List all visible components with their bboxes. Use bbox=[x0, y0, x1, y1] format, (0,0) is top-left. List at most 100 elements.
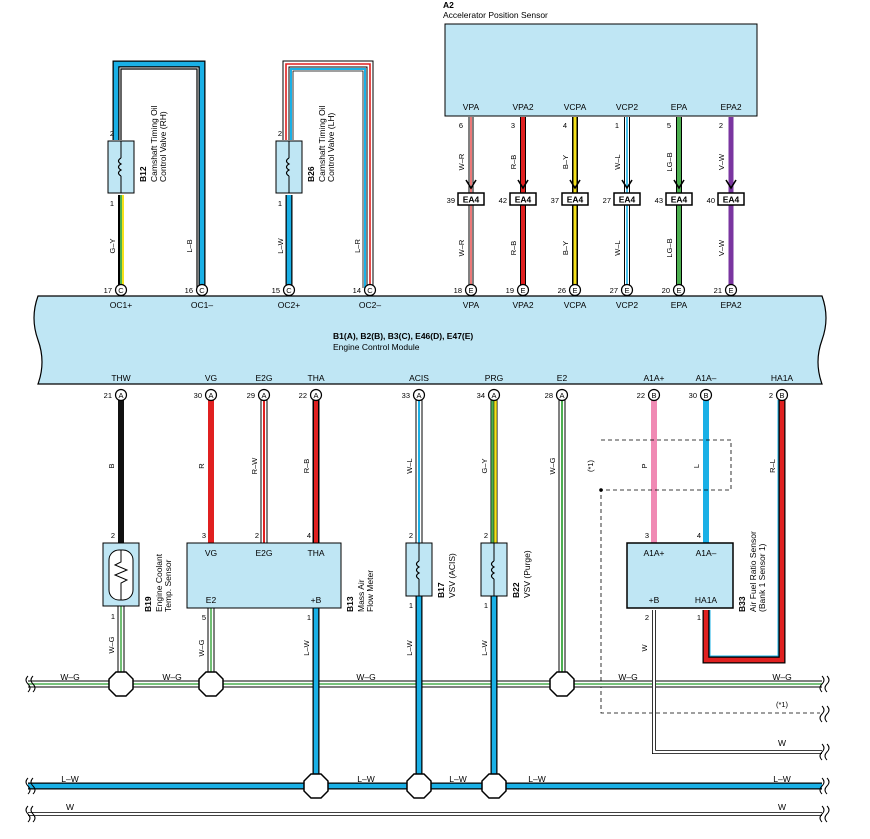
ecm-conn-vpa: E bbox=[468, 286, 473, 295]
maf-name2: Flow Meter bbox=[365, 570, 375, 612]
af-sensor: A1A+ A1A– +B HA1A 3 4 2 1 B33 Air Fuel R… bbox=[626, 531, 767, 652]
ecm-pin-oc1p: 17 bbox=[104, 286, 112, 295]
ocv-rh-pin-bottom: 1 bbox=[110, 199, 114, 208]
ocv-lh-name: Camshaft Timing Oil bbox=[317, 105, 327, 182]
maf-p-e2: 5 bbox=[202, 613, 206, 622]
junction-pin-6: 40 bbox=[707, 196, 715, 205]
ecm-bottom-pins: THW VG E2G THA ACIS PRG E2 A1A+ A1A– HA1… bbox=[104, 373, 793, 402]
ecm-bot-label-acis: ACIS bbox=[409, 373, 429, 383]
ecm-label-epa2: EPA2 bbox=[720, 300, 741, 310]
splice-e2 bbox=[549, 671, 575, 697]
afs-name: Air Fuel Ratio Sensor bbox=[748, 531, 758, 612]
shield-note-bottom: (*1) bbox=[776, 700, 789, 709]
maf-t-tha: THA bbox=[308, 548, 325, 558]
ecm-conn-vcpa: E bbox=[572, 286, 577, 295]
ecm-bot-pin-a1ap: 22 bbox=[637, 391, 645, 400]
wirelabel-vcp2-1: W–L bbox=[613, 154, 622, 169]
ocv-rh-name2: Control Valve (RH) bbox=[158, 111, 168, 182]
maf-t-e2g: E2G bbox=[255, 548, 272, 558]
ocv-lh-pin-top: 2 bbox=[278, 129, 282, 138]
aps-label-epa2: EPA2 bbox=[720, 102, 741, 112]
aps-label-vpa: VPA bbox=[463, 102, 480, 112]
aps-box bbox=[444, 23, 758, 117]
ecm-label-epa: EPA bbox=[671, 300, 688, 310]
ecm-label-vcpa: VCPA bbox=[564, 300, 587, 310]
bus-w-label-1: W bbox=[778, 738, 786, 748]
ocv-lh-code: B26 bbox=[306, 166, 316, 182]
coil-icon bbox=[415, 560, 421, 580]
ecm-bot-conn-vg: A bbox=[208, 391, 213, 400]
aps-pin-vcp2: 1 bbox=[615, 121, 619, 130]
coil-icon bbox=[285, 157, 291, 177]
ecm-bot-conn-e2: A bbox=[559, 391, 564, 400]
maf-t-vg: VG bbox=[205, 548, 217, 558]
aps-name: Accelerator Position Sensor bbox=[443, 10, 548, 20]
wirelabel-prg: G–Y bbox=[480, 458, 489, 473]
wirelabel-thw: B bbox=[107, 463, 116, 468]
ecm-bot-pin-prg: 34 bbox=[477, 391, 485, 400]
afs-wire-b: W bbox=[640, 644, 649, 652]
ecm-conn-vpa2: E bbox=[520, 286, 525, 295]
ecm-bot-pin-e2g: 29 bbox=[247, 391, 255, 400]
ecm-bot-conn-a1ap: B bbox=[651, 391, 656, 400]
wirelabel-e2g: R–W bbox=[250, 457, 259, 475]
ecm-pin-oc2p: 15 bbox=[272, 286, 280, 295]
ecm-bot-label-e2g: E2G bbox=[255, 373, 272, 383]
ecm-pin-epa: 20 bbox=[662, 286, 670, 295]
ocv-lh-wire-left: L–W bbox=[276, 237, 285, 253]
ecm-pin-oc2m: 14 bbox=[353, 286, 361, 295]
ecm-pin-vpa: 18 bbox=[454, 286, 462, 295]
aps-pin-epa: 5 bbox=[667, 121, 671, 130]
vsv-acis-name: VSV (ACIS) bbox=[447, 553, 457, 598]
afs-p-b: 2 bbox=[645, 613, 649, 622]
aps-wire-labels-lower: W–R R–B B–Y W–L LG–B V–W bbox=[457, 238, 726, 257]
ecm-bot-pin-e2: 28 bbox=[545, 391, 553, 400]
aps-pin-vpa: 6 bbox=[459, 121, 463, 130]
afs-name2: (Bank 1 Sensor 1) bbox=[757, 543, 767, 612]
wirelabel-vcp2-2: W–L bbox=[613, 240, 622, 255]
bottom-wire-labels: B R R–W R–B W–L G–Y W–G P L R–L bbox=[107, 457, 777, 475]
ecm-bot-pin-ha1a: 2 bbox=[769, 391, 773, 400]
afs-code: B33 bbox=[737, 596, 747, 612]
bus-wg-label-2: W–G bbox=[162, 672, 181, 682]
ecm-bot-label-a1am: A1A– bbox=[696, 373, 717, 383]
vsv-acis-wire: L–W bbox=[405, 639, 414, 655]
bus-lw-label-2: L–W bbox=[357, 774, 374, 784]
junction-label-5: EA4 bbox=[671, 195, 688, 205]
break-marks bbox=[25, 675, 830, 823]
wirelabel-e2: W–G bbox=[548, 457, 557, 474]
bus-lw-label-4: L–W bbox=[528, 774, 545, 784]
vsv-purge-name: VSV (Purge) bbox=[522, 550, 532, 598]
wirelabel-epa2-1: V–W bbox=[717, 153, 726, 170]
maf-p-tha: 4 bbox=[307, 531, 311, 540]
ect-wire-label: W–G bbox=[107, 636, 116, 653]
ecm-bot-label-a1ap: A1A+ bbox=[643, 373, 664, 383]
bus-w-label-3: W bbox=[778, 802, 786, 812]
bus-wg-label-1: W–G bbox=[60, 672, 79, 682]
wirelabel-vpa-2: W–R bbox=[457, 239, 466, 256]
ecm-pin-vcp2: 27 bbox=[610, 286, 618, 295]
ecm-conn-oc2m: C bbox=[367, 286, 373, 295]
vsv-purge-wire: L–W bbox=[480, 639, 489, 655]
ecm-label-oc1m: OC1– bbox=[191, 300, 213, 310]
junction-label-1: EA4 bbox=[463, 195, 480, 205]
junction-label-3: EA4 bbox=[567, 195, 584, 205]
junction-label-4: EA4 bbox=[619, 195, 636, 205]
afs-t-ha1a: HA1A bbox=[695, 595, 718, 605]
junction-label-6: EA4 bbox=[723, 195, 740, 205]
vsv-acis: 2 1 B17 VSV (ACIS) L–W bbox=[405, 531, 457, 786]
accelerator-position-sensor: A2 Accelerator Position Sensor bbox=[443, 0, 758, 117]
ecm-body bbox=[33, 295, 827, 385]
ecm-bot-label-vg: VG bbox=[205, 373, 217, 383]
wirelabel-acis: W–L bbox=[405, 458, 414, 473]
junction-pin-5: 43 bbox=[655, 196, 663, 205]
splice-maf-b bbox=[303, 773, 329, 799]
ecm-bot-pin-acis: 33 bbox=[402, 391, 410, 400]
ect-name: Engine Coolant bbox=[154, 553, 164, 612]
aps-label-vcpa: VCPA bbox=[564, 102, 587, 112]
ocv-lh-pin-bottom: 1 bbox=[278, 199, 282, 208]
ocv-lh-name2: Control Valve (LH) bbox=[326, 113, 336, 182]
wire-ha1a bbox=[702, 400, 786, 664]
ecm-bot-label-tha: THA bbox=[308, 373, 325, 383]
